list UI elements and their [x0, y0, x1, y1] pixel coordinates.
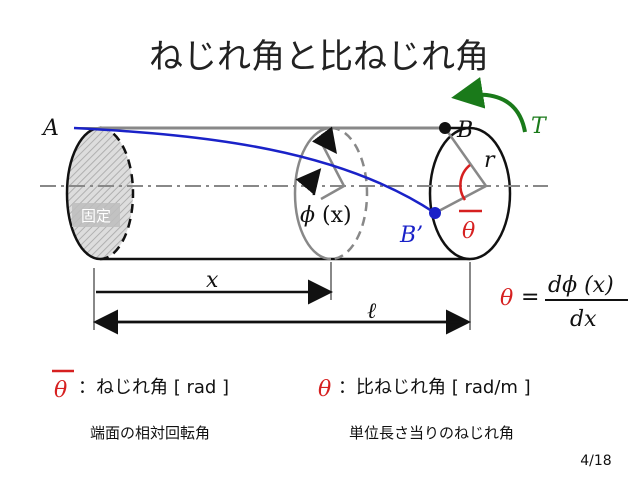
legend-specific-torsion-angle: θ ：比ねじれ角 [ rad/m ] 単位長さ当りのねじれ角 [318, 377, 531, 442]
label-phi: ϕ [300, 203, 315, 228]
label-ell: ℓ [367, 299, 377, 324]
phi-arrow-top [312, 126, 337, 154]
label-b-prime: B’ [399, 223, 423, 248]
formula-eq: = [521, 285, 539, 310]
formula-denominator: dx [570, 307, 597, 332]
legend-right-text: ：比ねじれ角 [ rad/m ] [338, 377, 531, 398]
legend-torsion-angle: θ ：ねじれ角 [ rad ] 端面の相対回転角 [52, 369, 229, 442]
formula-numerator: dϕ (x) [548, 273, 614, 298]
fixed-label-bg [72, 203, 120, 227]
phi-arrow-bottom [295, 168, 322, 196]
theta-angle-arc [459, 164, 471, 201]
legend-right-symbol: θ [318, 377, 331, 402]
fixed-label: 固定 [81, 207, 111, 225]
legend-left-text: ：ねじれ角 [ rad ] [78, 377, 229, 398]
cylinder [65, 126, 512, 261]
svg-text:θ: θ [462, 219, 475, 244]
point-b [439, 122, 451, 134]
label-b: B [456, 118, 473, 143]
formula: θ = dϕ (x) dx [500, 273, 628, 332]
label-x: x [206, 268, 219, 293]
label-a: A [41, 116, 59, 141]
twisted-line [73, 126, 436, 215]
label-torque: T [531, 114, 548, 139]
label-radius: r [484, 148, 496, 173]
legend-right-desc: 単位長さ当りのねじれ角 [349, 424, 514, 442]
theta-bar-label: θ [459, 209, 482, 244]
cross-section-back [330, 126, 369, 261]
page-title: ねじれ角と比ねじれ角 [149, 37, 489, 77]
legend-left-symbol: θ [54, 378, 67, 403]
legend-left-desc: 端面の相対回転角 [90, 424, 210, 442]
label-phi-arg: (x) [322, 203, 352, 228]
torque-arrow [451, 77, 527, 133]
formula-lhs: θ [500, 286, 513, 311]
point-b-prime [429, 207, 441, 219]
dimension-lines [93, 262, 471, 335]
page-number: 4/18 [580, 453, 611, 469]
